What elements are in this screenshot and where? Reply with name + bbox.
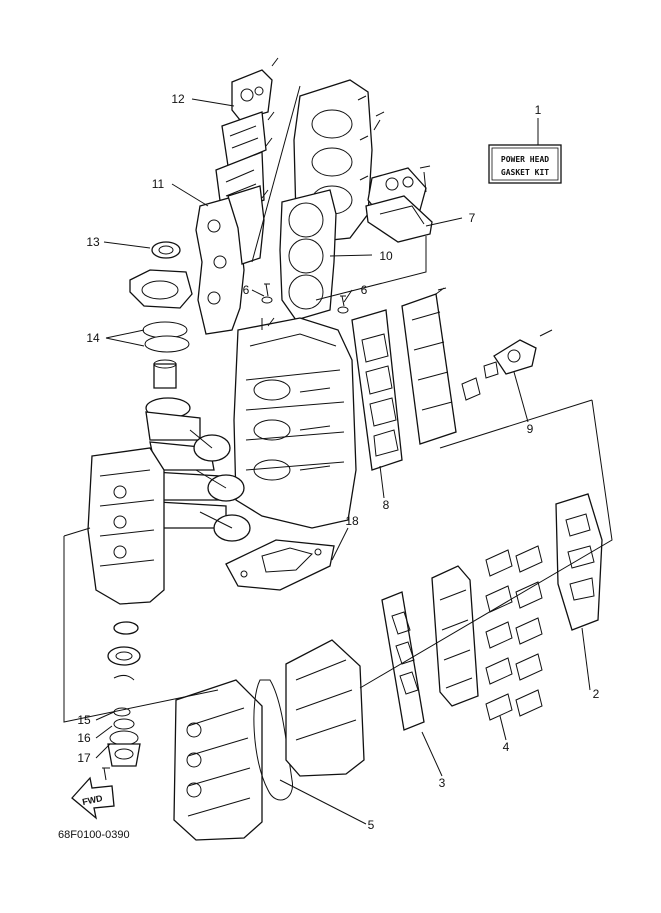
callout-2: 2 <box>593 687 600 701</box>
callout-14: 14 <box>86 331 100 345</box>
base-gasket <box>225 539 335 591</box>
gasket-kit-box: POWER HEAD GASKET KIT <box>488 144 562 184</box>
callout-10: 10 <box>379 249 393 263</box>
callout-7: 7 <box>469 211 476 225</box>
crankshaft-assembly <box>145 397 251 542</box>
washer-pair <box>261 283 349 314</box>
cylinder-head-group <box>279 79 385 321</box>
callout-5: 5 <box>368 818 375 832</box>
upper-seal-group <box>129 241 193 389</box>
callout-4: 4 <box>503 740 510 754</box>
exhaust-cover-group <box>195 57 279 335</box>
pressure-valve-group <box>461 329 553 401</box>
intake-manifold-group <box>173 639 365 841</box>
callout-18: 18 <box>345 514 359 528</box>
callout-6b: 6 <box>361 283 368 297</box>
callout-9: 9 <box>527 422 534 436</box>
callout-6a: 6 <box>243 283 250 297</box>
thermostat-cover-group <box>365 165 433 243</box>
diagram-code: 68F0100-0390 <box>58 829 130 841</box>
callout-15: 15 <box>77 713 91 727</box>
callout-13: 13 <box>86 235 100 249</box>
lower-seal-group <box>102 621 141 781</box>
forward-arrow: FWD <box>71 776 115 820</box>
bracket-lines <box>63 85 613 723</box>
callout-12: 12 <box>171 92 185 106</box>
leader-lines <box>95 98 591 825</box>
crankcase-left <box>87 447 165 605</box>
kit-label-line1: POWER HEAD <box>501 155 549 164</box>
callout-8: 8 <box>383 498 390 512</box>
callout-3: 3 <box>439 776 446 790</box>
callout-1: 1 <box>535 103 542 117</box>
cylinder-block <box>233 317 357 529</box>
callout-17: 17 <box>77 751 91 765</box>
reed-valve-group <box>381 493 603 731</box>
kit-label-line2: GASKET KIT <box>501 168 549 177</box>
callout-labels: 1 2 3 4 5 6 6 7 8 9 10 11 12 13 14 15 16… <box>77 92 599 832</box>
callout-11: 11 <box>152 177 165 191</box>
callout-16: 16 <box>77 731 91 745</box>
exhaust-plate-group <box>351 287 457 471</box>
fwd-label: FWD <box>81 793 104 807</box>
